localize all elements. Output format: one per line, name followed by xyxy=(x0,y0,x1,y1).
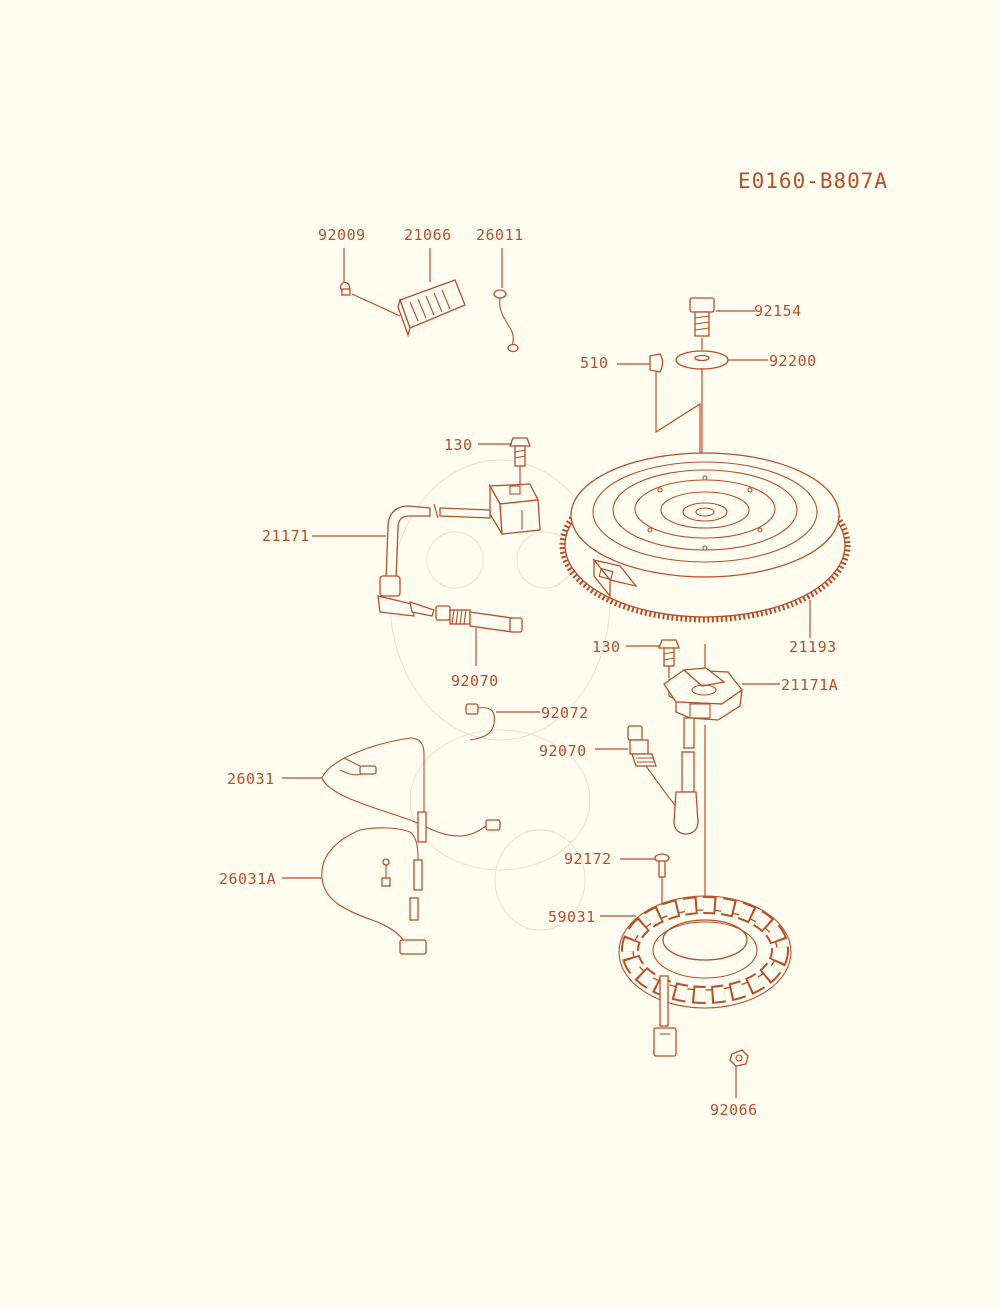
label-92172: 92172 xyxy=(564,850,612,868)
spark-plug-92070-upper[interactable] xyxy=(435,605,523,633)
label-21171A: 21171A xyxy=(781,676,838,694)
label-92070-upper: 92070 xyxy=(451,672,499,690)
plug-cap xyxy=(377,575,435,617)
label-510: 510 xyxy=(580,354,609,372)
label-21193: 21193 xyxy=(789,638,837,656)
label-92070-lower: 92070 xyxy=(539,742,587,760)
regulator-21066[interactable] xyxy=(397,279,466,338)
bolt-92154[interactable] xyxy=(689,297,715,337)
screw-92172[interactable] xyxy=(654,853,670,878)
label-21171: 21171 xyxy=(262,527,310,545)
label-130-lower: 130 xyxy=(592,638,621,656)
harness-26031[interactable] xyxy=(321,737,501,843)
label-92066: 92066 xyxy=(710,1101,758,1119)
label-92072: 92072 xyxy=(541,704,589,722)
watermark xyxy=(389,459,611,931)
spark-plug-92070-lower[interactable] xyxy=(627,725,677,807)
flywheel-21193[interactable] xyxy=(559,452,851,623)
label-26011: 26011 xyxy=(476,226,524,244)
label-92154: 92154 xyxy=(754,302,802,320)
washer-92200[interactable] xyxy=(675,350,729,370)
stator-59031[interactable] xyxy=(618,895,792,1057)
nut-92066[interactable] xyxy=(729,1049,749,1067)
label-59031: 59031 xyxy=(548,908,596,926)
ignition-coil-21171 xyxy=(312,437,541,666)
label-26031: 26031 xyxy=(227,770,275,788)
bolt-92009[interactable] xyxy=(339,281,351,296)
connector-92072[interactable] xyxy=(465,703,496,741)
bolt-130-lower[interactable] xyxy=(658,639,680,667)
label-21066: 21066 xyxy=(404,226,452,244)
key-510[interactable] xyxy=(649,353,664,373)
coil-21171A[interactable] xyxy=(663,667,743,835)
lead-26011[interactable] xyxy=(493,289,519,353)
label-92009: 92009 xyxy=(318,226,366,244)
label-92200: 92200 xyxy=(769,352,817,370)
label-26031A: 26031A xyxy=(219,870,276,888)
harness-26031A[interactable] xyxy=(321,827,427,955)
bolt-130-upper[interactable] xyxy=(509,437,531,467)
coil-21171[interactable] xyxy=(377,483,541,617)
label-130-upper: 130 xyxy=(444,436,473,454)
ignition-coil-21171A xyxy=(595,639,780,940)
flywheel-magnet xyxy=(592,558,638,598)
regulator-92009-21066-26011 xyxy=(339,248,519,353)
diagram-code: E0160-B807A xyxy=(738,169,888,193)
